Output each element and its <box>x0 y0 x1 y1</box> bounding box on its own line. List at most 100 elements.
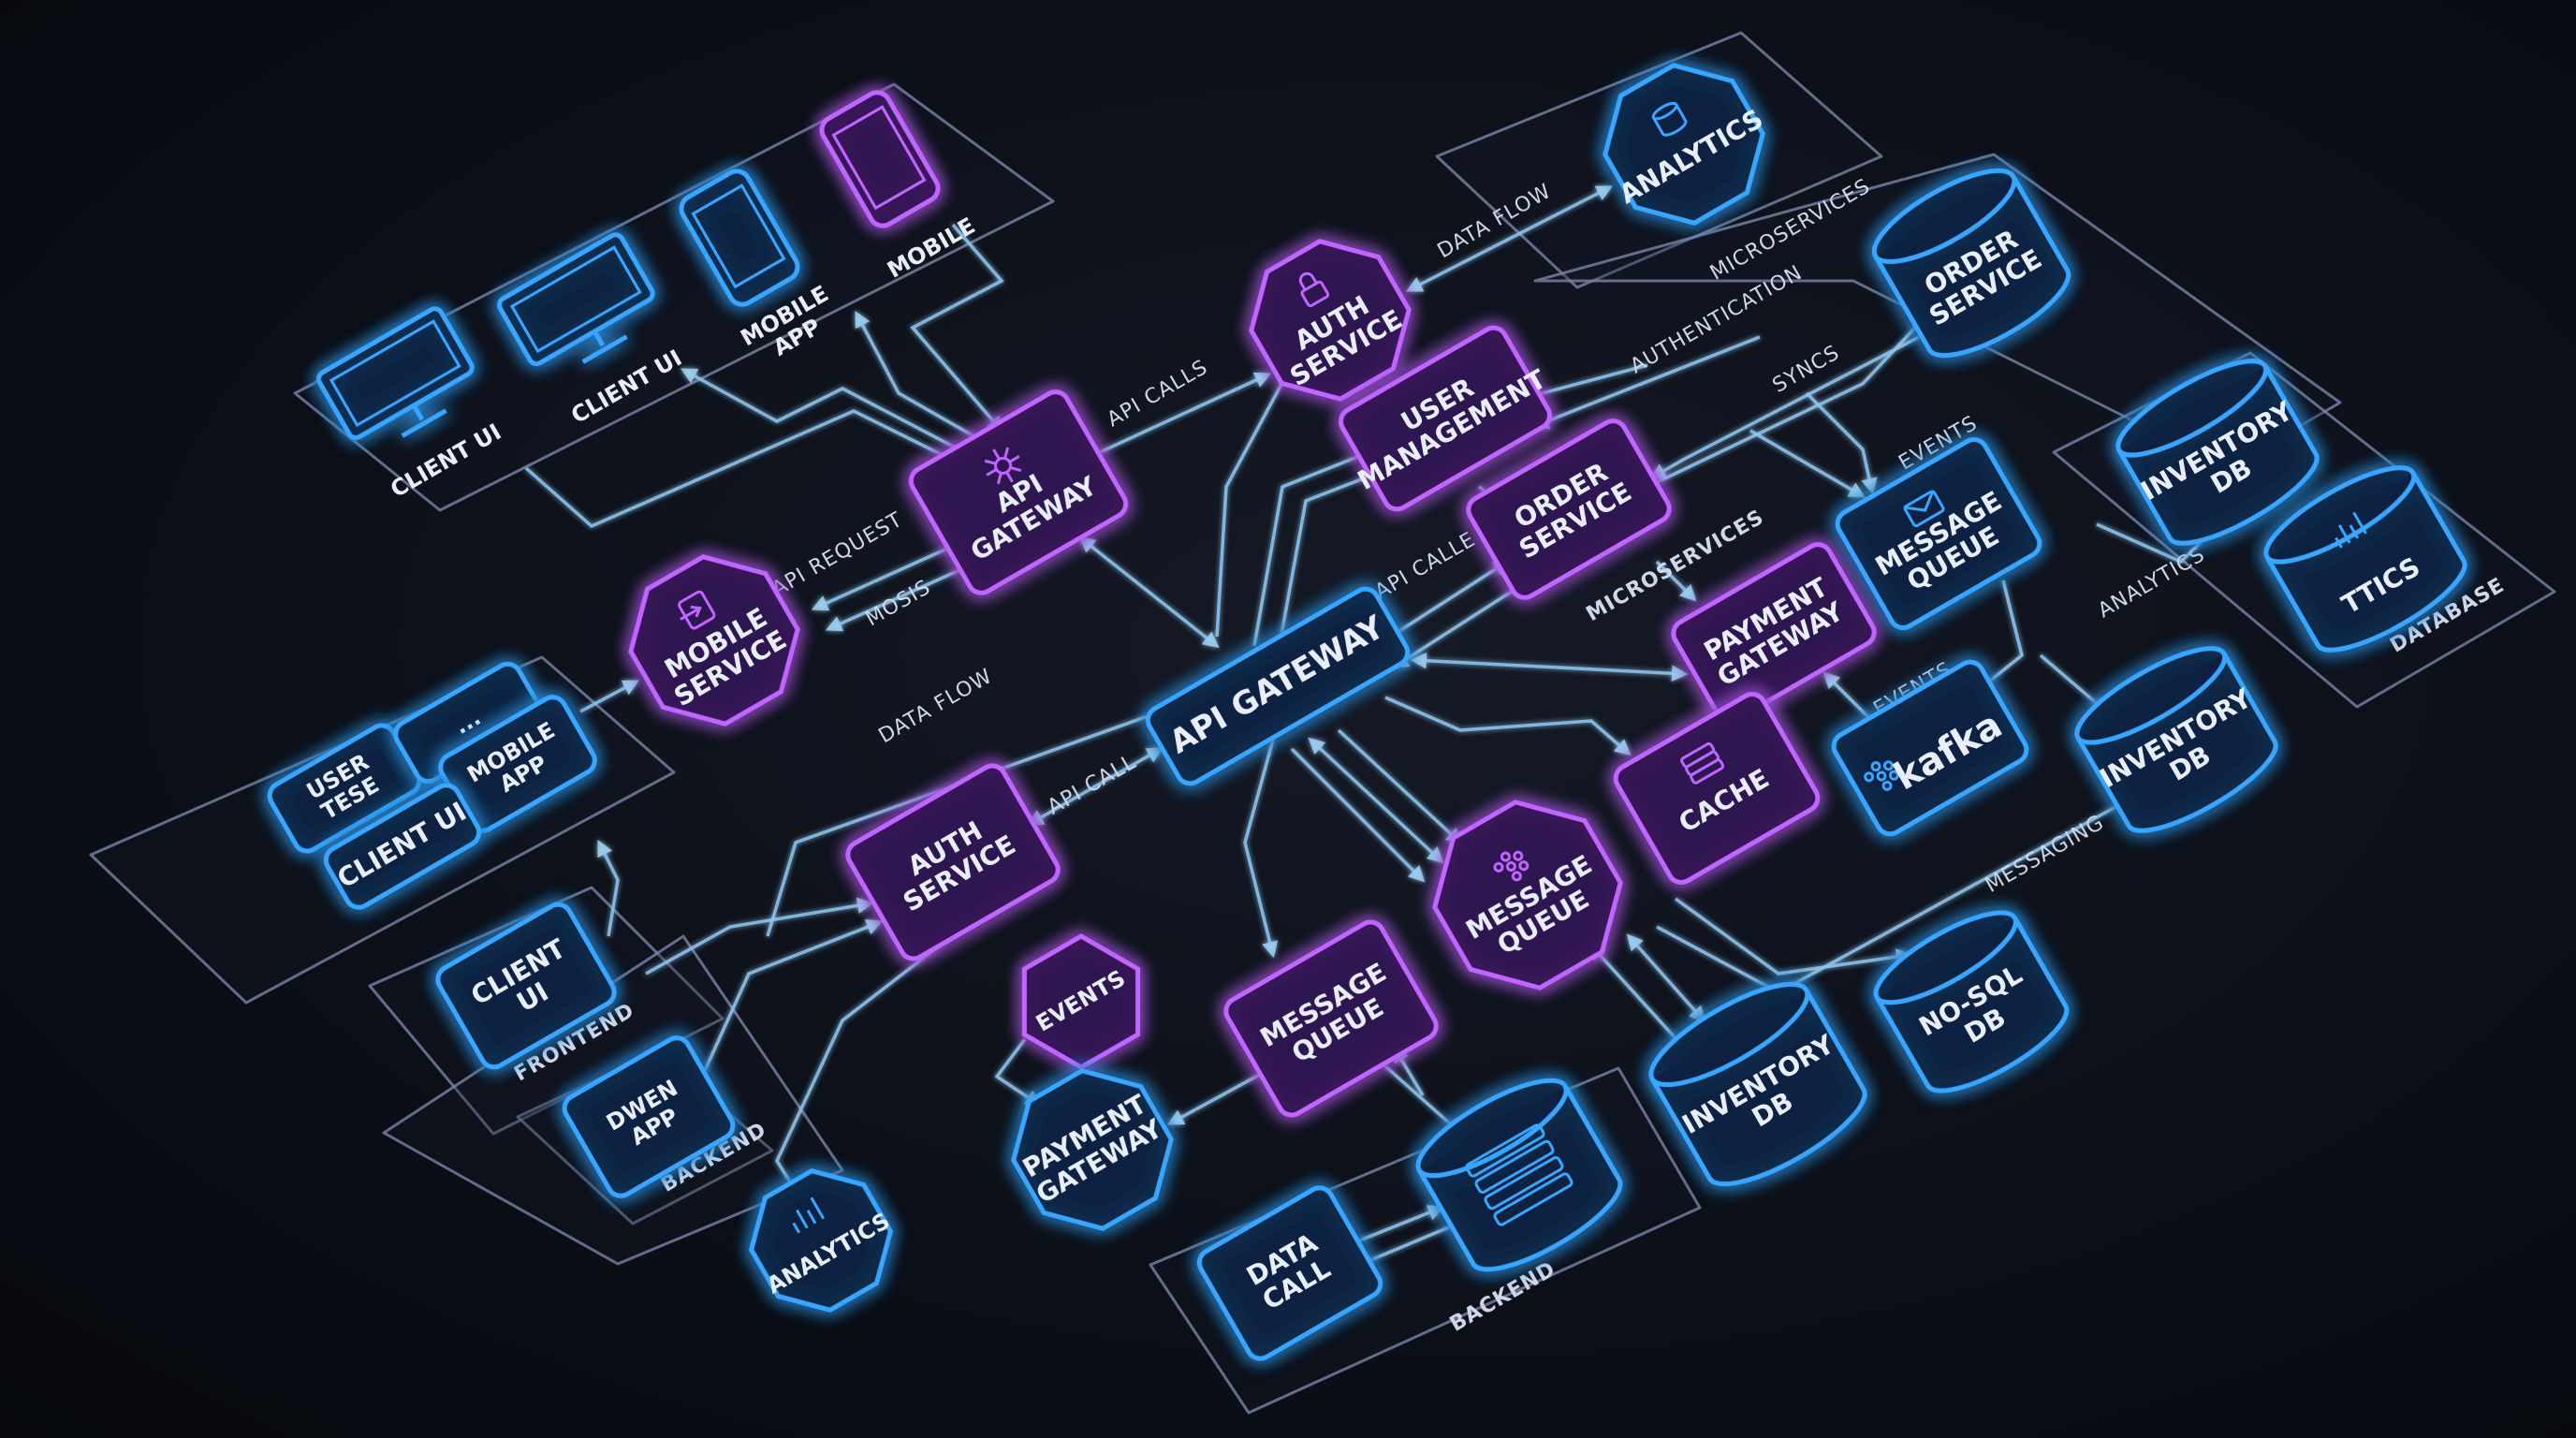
database-icon <box>1651 101 1688 137</box>
node-shape <box>1613 692 1821 885</box>
node-shape <box>2115 359 2320 546</box>
node-shape <box>496 232 655 367</box>
connector-arrow <box>1588 943 1688 1051</box>
node-shape <box>2263 465 2467 653</box>
edge-label: ANALYTICS <box>2094 543 2209 623</box>
connector-arrow <box>1166 1065 1277 1125</box>
connector-arrow <box>1749 429 1866 498</box>
node-shape <box>1671 542 1877 724</box>
node-shape <box>1835 437 2042 630</box>
edge-label: API CALLS <box>1104 356 1212 432</box>
node-ttics-db[interactable]: TTICS <box>2255 452 2476 667</box>
node-events[interactable]: EVENTS <box>996 920 1166 1084</box>
panel-clients-top <box>293 82 1055 512</box>
node-shape <box>562 1035 736 1198</box>
kafka-logo-icon <box>1493 850 1530 882</box>
connector-arrow <box>1822 671 1874 723</box>
node-shape <box>1249 239 1412 402</box>
connector-arrow <box>766 710 1162 937</box>
lock-icon <box>1298 271 1330 308</box>
connector-arrow <box>1531 335 1761 429</box>
connector-arrow <box>1337 728 1463 845</box>
node-shape <box>1603 63 1765 226</box>
node-storage-db[interactable] <box>1407 1064 1632 1285</box>
node-shape <box>315 306 475 441</box>
node-shape <box>1648 981 1867 1187</box>
edge-label: MESSAGING <box>1982 811 2108 898</box>
node-cache[interactable]: CACHE <box>1611 689 1822 887</box>
connector-arrow <box>1276 464 1394 656</box>
node-shape <box>2074 646 2278 833</box>
connector-arrow <box>1354 1225 1452 1269</box>
edge-label: API CALLE <box>1371 528 1480 604</box>
node-analytics-bottom[interactable]: ANALYTICS <box>729 1150 913 1330</box>
node-shape <box>1021 933 1141 1070</box>
node-client-ui-group[interactable]: CLIENT UI <box>321 781 484 913</box>
connector-arrow <box>1655 560 1697 602</box>
connector-arrow <box>579 680 640 713</box>
login-icon <box>678 590 716 630</box>
line-chart-icon <box>792 1196 826 1234</box>
connector-arrow <box>1243 739 1279 959</box>
connector-arrow <box>645 897 874 976</box>
layers-icon <box>1680 741 1725 785</box>
connector-arrow <box>1805 391 1878 495</box>
node-shape <box>628 554 800 726</box>
node-kafka[interactable]: kafka <box>1829 657 2031 839</box>
connector-arrow <box>1648 335 1920 479</box>
edge-label: DATA FLOW <box>875 665 997 749</box>
connector-arrow <box>1626 933 1706 1023</box>
connector-arrow <box>855 310 998 451</box>
connector-arrow <box>775 939 947 1201</box>
node-shape <box>1223 919 1439 1118</box>
connector-arrow <box>1308 737 1444 864</box>
connector-arrow <box>1674 897 1913 976</box>
node-shape <box>679 169 800 307</box>
connector-arrow <box>1347 1205 1445 1247</box>
connector-arrow <box>680 368 987 465</box>
edge-label: SYNCS <box>1769 341 1844 398</box>
node-shape <box>323 783 482 910</box>
connector-arrow <box>1647 311 1931 489</box>
edge-label: API REQUEST <box>768 508 907 602</box>
connector-arrow <box>811 540 963 611</box>
node-api-gateway-main[interactable]: API GATEWAY <box>1143 584 1412 788</box>
connector-arrow <box>700 918 884 1078</box>
edge-label: MOSIS <box>862 576 935 632</box>
connector-arrow <box>1290 747 1426 883</box>
bar-chart-icon <box>2334 511 2367 549</box>
connector-arrow <box>524 409 989 529</box>
node-shape <box>1432 800 1623 990</box>
kafka-logo-icon <box>1864 760 1899 791</box>
node-shape <box>748 1167 894 1313</box>
node-shape <box>819 90 941 228</box>
connector-arrow <box>1252 447 1380 647</box>
connector-arrow <box>1384 696 1632 756</box>
node-analytics-top[interactable]: ANALYTICS <box>1578 40 1791 248</box>
node-shape <box>845 763 1061 961</box>
connector-arrow <box>1392 580 1529 668</box>
network-hub-icon <box>984 447 1022 485</box>
